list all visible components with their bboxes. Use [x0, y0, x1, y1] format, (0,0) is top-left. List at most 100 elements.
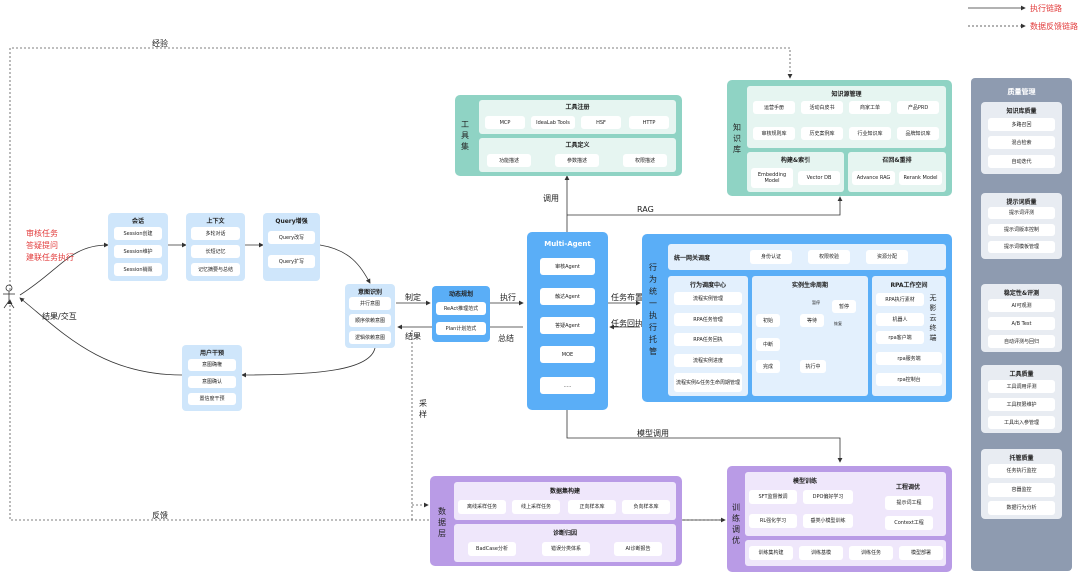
quality-group-hosting: 托管质量 任务执行监控 容器监控 数据行为分析: [981, 449, 1062, 519]
kb-index-item: Vector DB: [798, 171, 840, 185]
user-intervention-title: 用户干预: [199, 350, 224, 357]
model-training-title: 模型训练: [792, 478, 817, 485]
user-task: 审核任务: [26, 229, 58, 238]
kb-index-item: Embedding Model: [751, 168, 793, 188]
quality-item: 多路召回: [988, 118, 1055, 131]
behavior-center-item: RPA任务管理: [674, 313, 742, 326]
query-title: Query增强: [275, 218, 308, 225]
kb-recall-panel: 召回&重排 Advance RAG Rerank Model: [848, 152, 946, 192]
agent-item: 审核Agent: [540, 258, 595, 275]
kb-recall-item: Rerank Model: [899, 171, 942, 185]
kb-source-item: 审核规则库: [753, 127, 795, 140]
kb-index-title: 构建&索引: [780, 157, 811, 164]
kb-index-panel: 构建&索引 Embedding Model Vector DB: [747, 152, 844, 192]
engineering-item: 提示词工程: [885, 496, 933, 510]
quality-item: 工具调用评测: [988, 380, 1055, 393]
intent-item: 并行意图: [349, 297, 391, 310]
kb-source-item: 运营手册: [753, 101, 795, 114]
user-figure: [3, 284, 15, 309]
lifecycle-panel: 实例生命周期 初始 等待 暂停 中断 执行中 完成 暂停 恢复: [752, 276, 868, 396]
behavior-center-item: 流程实例管理: [674, 292, 742, 305]
lifecycle-state: 暂停: [832, 300, 856, 313]
intent-title: 意图识别: [357, 289, 382, 296]
tool-define-item: 参数描述: [555, 154, 599, 167]
quality-item: 工具出入参管理: [988, 416, 1055, 429]
behavior-center-panel: 行为调度中心 流程实例管理 RPA任务管理 RPA任务回执 流程实例进度 流程实…: [668, 276, 748, 396]
user-intervention-box: 用户干预 意图确権 意图确认 置信度干预: [182, 345, 242, 411]
user-intervention-item: 意图确认: [188, 376, 236, 388]
user-tasks: 审核任务 答疑提问 建联任务执行: [26, 228, 74, 264]
rpa-workspace-panel: RPA工作空间 RPA执行素材 机器人 rpa客户端 rpa服务端 rpa控制台…: [872, 276, 946, 396]
lifecycle-state: 初始: [756, 314, 780, 327]
edge-summary: 总结: [498, 334, 514, 343]
train-pipeline-panel: 训练集构建 训练基模 训练任务 模型部署: [745, 540, 946, 566]
quality-management-box: 质量管理 知识库质量 多路召回 混合检索 自动迭代 提示词质量 提示词评测 提示…: [971, 78, 1072, 571]
rpa-item: rpa服务端: [876, 352, 942, 365]
diagnosis-panel: 诊断归因 BadCase分析 错误分类体系 AI诊断报告: [454, 524, 676, 562]
kb-source-title: 知识源管理: [831, 91, 862, 98]
experience-label: 经验: [152, 39, 168, 48]
tool-define-item: 功能描述: [487, 154, 531, 167]
lifecycle-state: 中断: [756, 338, 780, 351]
agent-item: 触达Agent: [540, 288, 595, 305]
quality-item: A/B Test: [988, 317, 1055, 330]
edge-result: 结果: [405, 332, 421, 341]
user-task: 答疑提问: [26, 241, 58, 250]
dataset-build-item: 负向样本库: [622, 500, 670, 514]
dataset-build-item: 离线采样任务: [458, 500, 506, 514]
agent-item: .....: [540, 377, 595, 394]
session-item: Session销毁: [114, 263, 162, 276]
knowledge-base-box: 知识库 知识源管理 运营手册 活动白皮书 商家工单 产品PRD 审核规则库 历史…: [727, 80, 952, 196]
kb-source-item: 历史案例库: [801, 127, 843, 140]
execution-hosting-box: 行为统一执行托管 统一网关调度 身份认证 权限校验 资源分配 行为调度中心 流程…: [642, 234, 952, 402]
dynamic-planning-box: 动态规划 ReAct推理范式 Plan计划范式: [432, 286, 490, 342]
lifecycle-state: 执行中: [800, 360, 826, 373]
tool-define-title: 工具定义: [565, 142, 590, 149]
kb-source-item: 产品PRD: [897, 101, 939, 114]
tool-register-title: 工具注册: [565, 104, 590, 111]
edge-exec: 执行: [500, 293, 516, 302]
data-side-label: 数据层: [438, 507, 446, 538]
context-item: 多轮对话: [191, 227, 240, 240]
behavior-center-item: 流程实例进度: [674, 354, 742, 367]
train-pipeline-item: 训练集构建: [749, 546, 793, 560]
quality-group-title: 知识库质量: [1006, 108, 1037, 115]
quality-item: AI可观测: [988, 299, 1055, 312]
user-intervention-item: 置信度干预: [188, 393, 236, 405]
kb-side-label: 知识库: [733, 123, 741, 154]
edge-sample: 采样: [419, 399, 427, 419]
behavior-center-item: 流程实例&任务生命周期管理: [674, 373, 742, 392]
tool-register-panel: 工具注册 MCP IdeaLab Tools HSF HTTP: [479, 100, 676, 134]
kb-recall-item: Advance RAG: [852, 171, 895, 185]
tool-define-panel: 工具定义 功能描述 参数描述 权限描述: [479, 138, 676, 172]
query-box: Query增强 Query改写 Query扩写: [263, 213, 320, 281]
quality-group-title: 提示词质量: [1006, 199, 1037, 206]
model-training-item: 垂类小模型训练: [803, 514, 853, 528]
model-training-item: RL强化学习: [749, 514, 797, 528]
training-box: 训练调优 模型训练 SFT监督微调 DPO偏好学习 RL强化学习 垂类小模型训练…: [727, 466, 952, 572]
behavior-center-item: RPA任务回执: [674, 333, 742, 346]
dataset-build-title: 数据集构建: [549, 488, 580, 495]
quality-item: 提示词版本控制: [988, 224, 1055, 236]
edge-make: 制定: [405, 293, 421, 302]
tools-box: 工具集 工具注册 MCP IdeaLab Tools HSF HTTP 工具定义…: [455, 95, 682, 176]
quality-item: 自动评测与回归: [988, 335, 1055, 348]
rpa-item: rpa客户端: [876, 331, 924, 344]
train-pipeline-item: 训练基模: [799, 546, 843, 560]
rpa-item: 机器人: [876, 313, 924, 326]
legend-feedback: 数据反馈链路: [1030, 22, 1078, 31]
context-title: 上下文: [206, 218, 225, 225]
behavior-center-title: 行为调度中心: [689, 282, 726, 289]
session-box: 会话 Session创建 Session维护 Session销毁: [108, 213, 168, 281]
train-pipeline-item: 模型部署: [899, 546, 943, 560]
train-side-label: 训练调优: [732, 503, 740, 545]
quality-item: 自动迭代: [988, 155, 1055, 168]
legend-exec: 执行链路: [1030, 4, 1062, 13]
lifecycle-edge-label: 暂停: [812, 300, 820, 305]
diagnosis-item: AI诊断报告: [614, 542, 662, 556]
kb-source-item: 活动白皮书: [801, 101, 843, 114]
tool-register-item: HTTP: [629, 116, 669, 129]
dataset-build-item: 正向样本库: [568, 500, 616, 514]
intent-item: 顺序依赖意图: [349, 314, 391, 327]
quality-item: 任务执行监控: [988, 464, 1055, 478]
